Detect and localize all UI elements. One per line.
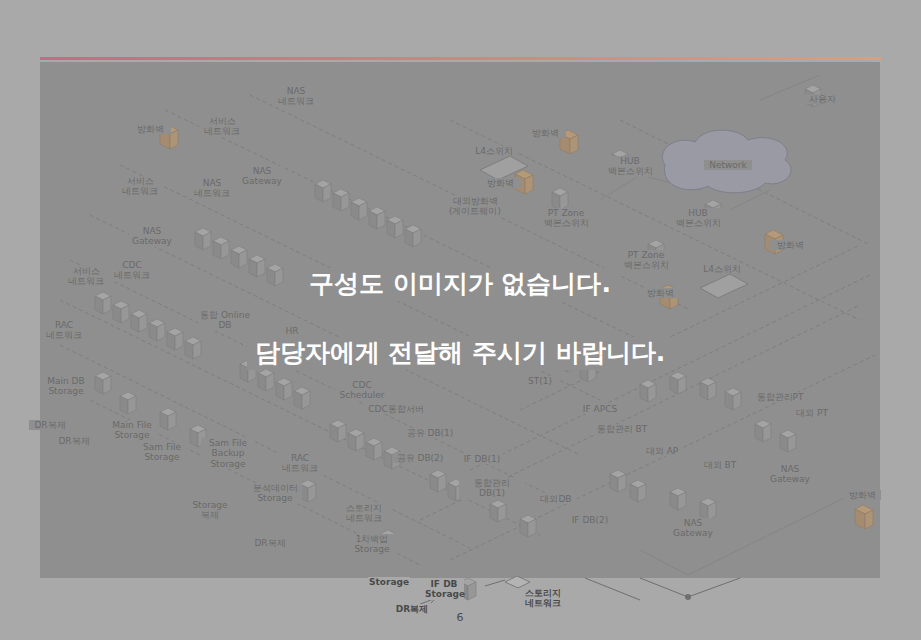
faded-label: DR복제: [53, 436, 95, 446]
faded-label: Sam File Backup Storage: [201, 438, 255, 469]
diagram-label: DR복제: [391, 604, 433, 614]
faded-label: NAS Gateway: [239, 166, 285, 187]
faded-label: Main DB Storage: [41, 376, 91, 397]
faded-label: HUB 백본스위치: [673, 208, 723, 229]
page-number: 6: [451, 612, 469, 625]
faded-label: CDC Scheduler: [335, 380, 389, 401]
firewall-icons: [160, 125, 873, 529]
faded-label: ST(1): [521, 376, 559, 386]
faded-label: NAS 네트워크: [273, 86, 319, 107]
faded-label: NAS Gateway: [765, 464, 815, 485]
faded-label: 통합관리 BT: [593, 424, 651, 434]
faded-label: 공유 DB(2): [393, 453, 447, 463]
top-rule: [40, 57, 881, 60]
faded-label: Storage 복제: [185, 500, 235, 521]
faded-label: Main File Storage: [107, 420, 157, 441]
faded-label: RAC 네트워크: [41, 320, 87, 341]
faded-label: 대외 PT: [789, 408, 835, 418]
faded-label: DR복제: [249, 538, 291, 548]
faded-label: CDC통합서버: [363, 404, 429, 414]
faded-label: 분석데이터 Storage: [248, 483, 302, 504]
faded-label: 방화벽: [843, 490, 881, 500]
diagram-label: Storage: [368, 577, 410, 587]
faded-label: 서비스 네트워크: [63, 266, 109, 287]
faded-label: 대외 AP: [641, 446, 683, 456]
faded-label: 통합관리 DB(1): [459, 478, 525, 499]
faded-label: RAC 네트워크: [277, 453, 323, 474]
faded-label: 통합관리PT: [751, 392, 809, 402]
lower-illustration: [400, 576, 740, 612]
diagram-label: 스토리지 네트워크: [518, 588, 568, 609]
faded-label: 스토리지 네트워크: [339, 503, 389, 524]
diagram-label: IF DB Storage: [424, 579, 464, 600]
faded-label: 서비스 네트워크: [117, 176, 163, 197]
faded-label: PT Zone 백본스위치: [617, 250, 675, 271]
faded-label: NAS Gateway: [668, 518, 718, 539]
faded-label: HUB 백본스위치: [605, 156, 655, 177]
faded-label: 방화벽: [639, 288, 681, 298]
zone-lanes: [60, 95, 875, 565]
faded-label: PT Zone 백본스위치: [537, 208, 595, 229]
faded-label: 방화벽: [479, 178, 521, 188]
faded-label: DR복제: [29, 420, 71, 430]
faded-label: CDC 네트워크: [109, 260, 155, 281]
faded-label: L4스위치: [698, 264, 746, 274]
faded-label: 공유 DB(1): [403, 428, 457, 438]
faded-label: 서비스 네트워크: [199, 116, 245, 137]
faded-label: 대외DB: [535, 494, 577, 504]
faded-label: HR: [279, 326, 305, 336]
faded-label: 방화벽: [524, 128, 566, 138]
link-wires: [600, 75, 860, 575]
faded-label: 방화벽: [769, 240, 811, 250]
faded-label: 사용자: [801, 94, 843, 104]
faded-label: IF DB(1): [459, 454, 505, 464]
faded-label: NAS 네트워크: [189, 178, 235, 199]
faded-label: Network: [704, 160, 752, 170]
faded-label: Sam File Storage: [137, 442, 187, 463]
faded-label: IF APCS: [577, 404, 623, 414]
faded-label: 통합 Online DB: [198, 310, 252, 331]
faded-label: 대외방화벽(게이트웨이): [429, 196, 521, 217]
network-cloud: [662, 130, 791, 193]
notice-text: 구성도 이미지가 없습니다.: [301, 268, 619, 301]
server-icons: [95, 85, 821, 552]
faded-label: 대외 BT: [699, 460, 741, 470]
faded-label: L4스위치: [470, 146, 518, 156]
faded-label: 1차백업 Storage: [347, 534, 397, 555]
overlay-panel: [40, 62, 880, 578]
faded-label: NAS Gateway: [129, 226, 175, 247]
notice-text: 담당자에게 전달해 주시기 바랍니다.: [247, 337, 674, 370]
faded-label: IF DB(2): [567, 515, 613, 525]
faded-label: 방화벽: [129, 124, 171, 134]
